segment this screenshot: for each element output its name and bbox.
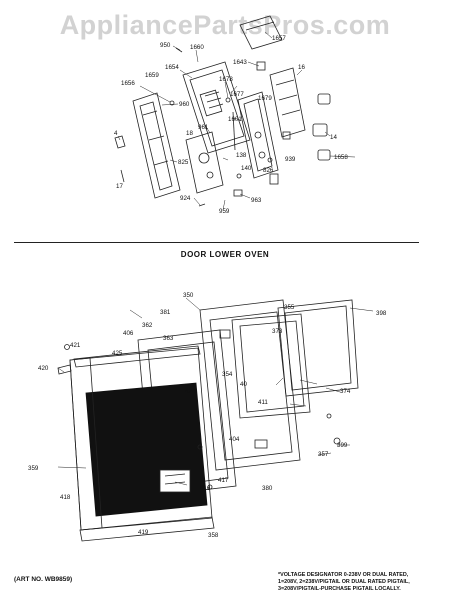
callout-label: 425 (112, 350, 123, 357)
callout-label: 825 (178, 159, 189, 166)
callout-label: 357 (318, 451, 329, 458)
callout-label: 16 (298, 64, 305, 71)
callout-label: 40 (240, 381, 247, 388)
clock-panel (185, 131, 224, 194)
callout-label: 939 (285, 156, 296, 163)
callout-labels-top: 950 1660 1657 1654 1643 1656 1659 1678 1… (114, 35, 348, 215)
callout-label: 14 (330, 134, 337, 141)
voltage-note: *VOLTAGE DESIGNATOR 0-238V OR DUAL RATED… (278, 572, 443, 593)
small-components (114, 47, 331, 207)
callout-label: 140 (241, 165, 252, 172)
art-number: (ART NO. WB9859) (14, 576, 73, 583)
control-back-panel (182, 61, 251, 154)
callout-label: 406 (123, 330, 134, 337)
control-trim-panel (132, 92, 181, 199)
callout-label: 398 (376, 310, 387, 317)
callout-label: 18 (186, 130, 193, 137)
callout-label: 355 (284, 304, 295, 311)
callout-label: 1679 (258, 95, 272, 102)
door-handle (73, 345, 201, 368)
callout-label: 418 (60, 494, 71, 501)
switch-block (269, 67, 306, 138)
section-title: DOOR LOWER OVEN (180, 250, 270, 259)
callout-label: 424 (185, 388, 196, 395)
top-bracket (239, 15, 283, 50)
callout-label: 373 (272, 328, 283, 335)
callout-label: 358 (208, 532, 219, 539)
callout-label: 381 (160, 309, 171, 316)
callout-label: 4 (114, 130, 118, 137)
voltage-note-line: 1=208V, 2=238V/PIGTAIL OR DUAL RATED PIG… (278, 579, 410, 585)
callout-label: 399 (337, 442, 348, 449)
door-inner-glass-frame (231, 313, 311, 419)
callout-label: 404 (229, 436, 240, 443)
voltage-note-line: *VOLTAGE DESIGNATOR 0-238V OR DUAL RATED… (278, 572, 409, 578)
callout-label: 924 (180, 195, 191, 202)
callout-label: 963 (251, 197, 262, 204)
callout-label: 1654 (165, 64, 179, 71)
callout-label: 17 (116, 183, 123, 190)
callout-label: 363 (163, 335, 174, 342)
callout-label: 374 (340, 388, 351, 395)
callout-label: 950 (160, 42, 171, 49)
callout-label: 1659 (145, 72, 159, 79)
callout-label: 354 (222, 371, 233, 378)
callout-label: 959 (219, 208, 230, 215)
callout-label: 1678 (219, 76, 233, 83)
callout-label: 380 (262, 485, 273, 492)
door-rear-frame (277, 299, 359, 397)
callout-label: 960 (179, 101, 190, 108)
door-inner-panel (199, 299, 301, 471)
voltage-note-line: 3=208V/PIGTAIL-PURCHASE PIGTAIL LOCALLY. (278, 586, 401, 592)
callout-label: 421 (70, 342, 81, 349)
callout-label: 350 (183, 292, 194, 299)
callout-label: 138 (236, 152, 247, 159)
callout-label: 419 (138, 529, 149, 536)
callout-label: 1601 (228, 116, 242, 123)
callout-label: 1656 (121, 80, 135, 87)
callout-label: 826 (263, 167, 274, 174)
door-hinges (57, 344, 341, 493)
door-bottom-trim (79, 516, 215, 542)
callout-label: 420 (38, 365, 49, 372)
callout-label: 362 (142, 322, 153, 329)
switch-bracket (237, 91, 279, 179)
callout-label: 1660 (190, 44, 204, 51)
watermark: AppliancePartsPros.com (59, 10, 391, 40)
callout-label: 961 (198, 124, 209, 131)
callout-labels-bottom: 350 355 398 381 362 373 406 363 421 425 … (28, 292, 387, 539)
callout-label: 1677 (230, 91, 244, 98)
callout-label: 417 (218, 477, 229, 484)
callout-label: 416 (200, 485, 211, 492)
callout-label: 1658 (334, 154, 348, 161)
callout-label: 1643 (233, 59, 247, 66)
section-divider (14, 242, 419, 243)
callout-label: 359 (28, 465, 39, 472)
callout-label: 1657 (272, 35, 286, 42)
callout-label: 411 (258, 399, 268, 406)
